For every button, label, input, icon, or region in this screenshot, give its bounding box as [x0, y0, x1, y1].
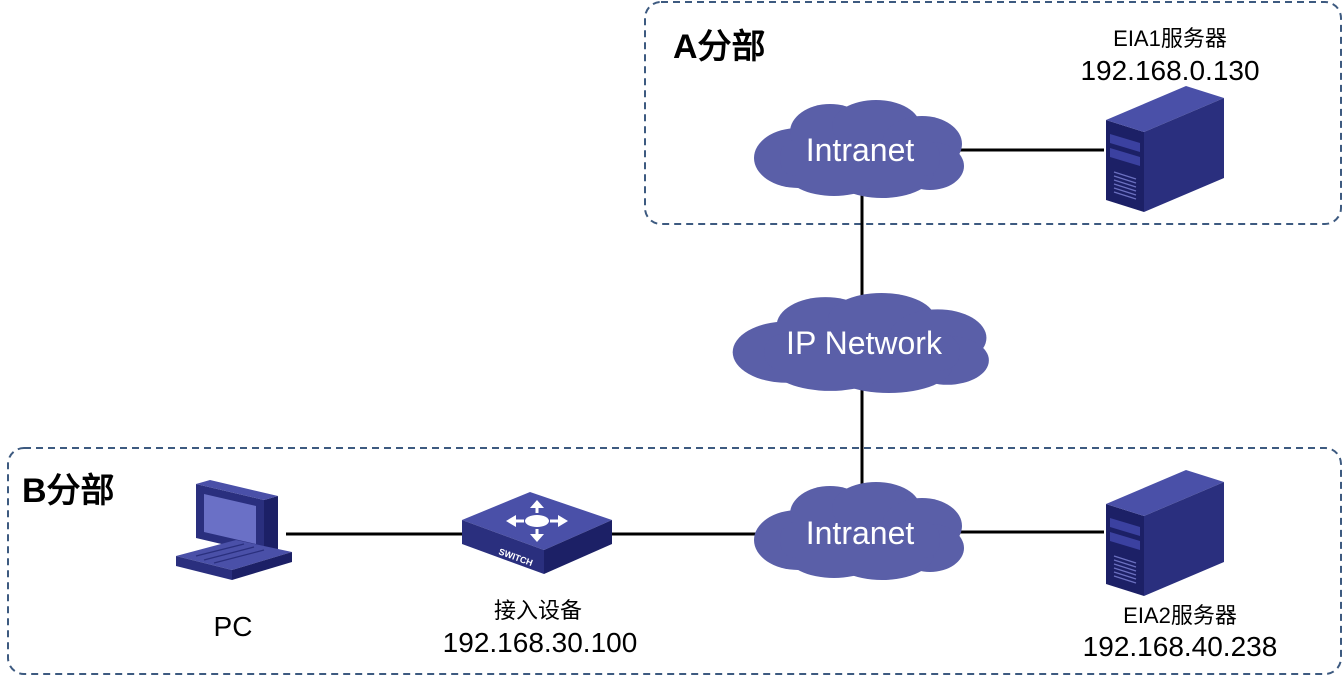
branch-a-title: A分部 [673, 28, 766, 66]
eia1-server-name: EIA1服务器 [1113, 26, 1227, 51]
intranet-b-label: Intranet [806, 515, 915, 551]
intranet-a-label: Intranet [806, 132, 915, 168]
pc-label: PC [214, 611, 253, 642]
ip-network-label: IP Network [786, 325, 943, 361]
pc-icon [176, 480, 292, 580]
server-icon [1105, 85, 1225, 213]
eia2-server-name: EIA2服务器 [1123, 603, 1237, 628]
switch-icon: SWITCH [462, 492, 612, 574]
access-device-ip: 192.168.30.100 [443, 627, 638, 658]
branch-b-zone [7, 447, 1342, 675]
eia1-server-ip: 192.168.0.130 [1080, 55, 1259, 86]
branch-b-title: B分部 [22, 472, 115, 510]
eia2-server-ip: 192.168.40.238 [1083, 631, 1278, 662]
branch-a-zone [644, 1, 1342, 225]
server-icon [1105, 469, 1225, 597]
access-device-name: 接入设备 [494, 598, 582, 623]
